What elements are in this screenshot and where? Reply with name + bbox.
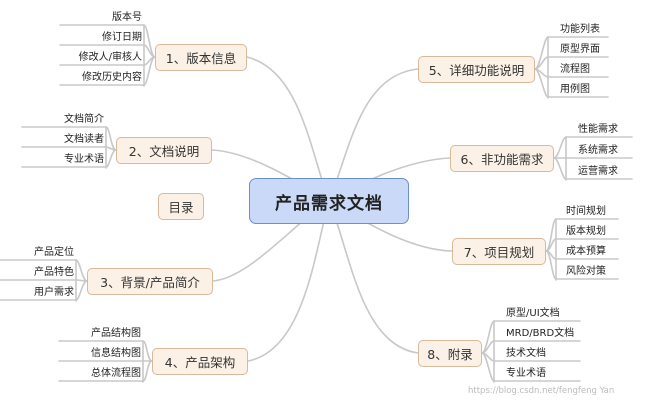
leaf-info-structure-chart[interactable]: 信息结构图 (91, 348, 141, 359)
branch-background-intro[interactable]: 3、背景/产品简介 (87, 268, 213, 295)
leaf-terminology[interactable]: 专业术语 (64, 154, 104, 165)
leaf-user-needs[interactable]: 用户需求 (34, 287, 74, 298)
connector-b3-leaf-0 (142, 340, 153, 362)
central-topic[interactable]: 产品需求文档 (249, 178, 409, 224)
leaf-risk-response[interactable]: 风险对策 (566, 266, 606, 277)
branch-project-planning[interactable]: 7、项目规划 (452, 238, 546, 265)
leaf-performance-req[interactable]: 性能需求 (578, 124, 618, 135)
branch-doc-description[interactable]: 2、文档说明 (116, 137, 212, 164)
leaf-mrd-brd-doc[interactable]: MRD/BRD文档 (506, 328, 575, 339)
leaf-version-number[interactable]: 版本号 (112, 12, 142, 23)
leaf-prototype-ui[interactable]: 原型界面 (560, 44, 600, 55)
standalone-topic-toc[interactable]: 目录 (158, 193, 204, 220)
watermark-text: https://blog.csdn.net/fengfeng Yan (468, 386, 615, 396)
connector-b1-leaf-2 (105, 149, 117, 168)
leaf-prototype-ui-doc[interactable]: 原型/UI文档 (506, 308, 560, 319)
leaf-revision-date[interactable]: 修订日期 (102, 32, 142, 43)
connector-b5-leaf-0 (553, 136, 567, 159)
leaf-doc-summary[interactable]: 文档简介 (64, 114, 104, 125)
leaf-tech-doc[interactable]: 技术文档 (506, 348, 546, 359)
leaf-time-plan[interactable]: 时间规划 (566, 206, 606, 217)
leaf-feature-list[interactable]: 功能列表 (560, 24, 600, 35)
leaf-product-features[interactable]: 产品特色 (34, 267, 74, 278)
leaf-change-history[interactable]: 修改历史内容 (82, 72, 142, 83)
leaf-product-positioning[interactable]: 产品定位 (34, 247, 74, 258)
leaf-system-req[interactable]: 系统需求 (578, 145, 618, 156)
leaf-doc-readers[interactable]: 文档读者 (64, 134, 104, 145)
connector-b6-leaf-3 (545, 250, 557, 280)
connector-b2-leaf-0 (75, 259, 88, 282)
leaf-editor-reviewer[interactable]: 修改人/审核人 (78, 52, 142, 63)
branch-version-info[interactable]: 1、版本信息 (155, 44, 247, 71)
connector-b4-leaf-3 (534, 68, 549, 98)
connector-b0-leaf-3 (143, 56, 156, 86)
leaf-version-plan[interactable]: 版本规划 (566, 226, 606, 237)
leaf-cost-budget[interactable]: 成本预算 (566, 246, 606, 257)
leaf-overall-flowchart[interactable]: 总体流程图 (91, 368, 141, 379)
branch-appendix[interactable]: 8、附录 (418, 340, 482, 367)
connector-b7-leaf-3 (481, 352, 495, 382)
connector-center-branch-3 (247, 200, 330, 362)
leaf-product-structure-chart[interactable]: 产品结构图 (91, 328, 141, 339)
leaf-flowchart[interactable]: 流程图 (560, 64, 590, 75)
branch-product-architecture[interactable]: 4、产品架构 (152, 348, 248, 375)
leaf-operation-req[interactable]: 运营需求 (578, 166, 618, 177)
leaf-terminology-appendix[interactable]: 专业术语 (506, 368, 546, 379)
connector-b2-leaf-2 (75, 280, 88, 301)
connector-b5-leaf-2 (553, 157, 567, 180)
leaf-use-case-diagram[interactable]: 用例图 (560, 84, 590, 95)
branch-non-functional[interactable]: 6、非功能需求 (450, 145, 554, 172)
branch-detailed-features[interactable]: 5、详细功能说明 (418, 56, 535, 83)
connector-b3-leaf-2 (142, 360, 153, 382)
